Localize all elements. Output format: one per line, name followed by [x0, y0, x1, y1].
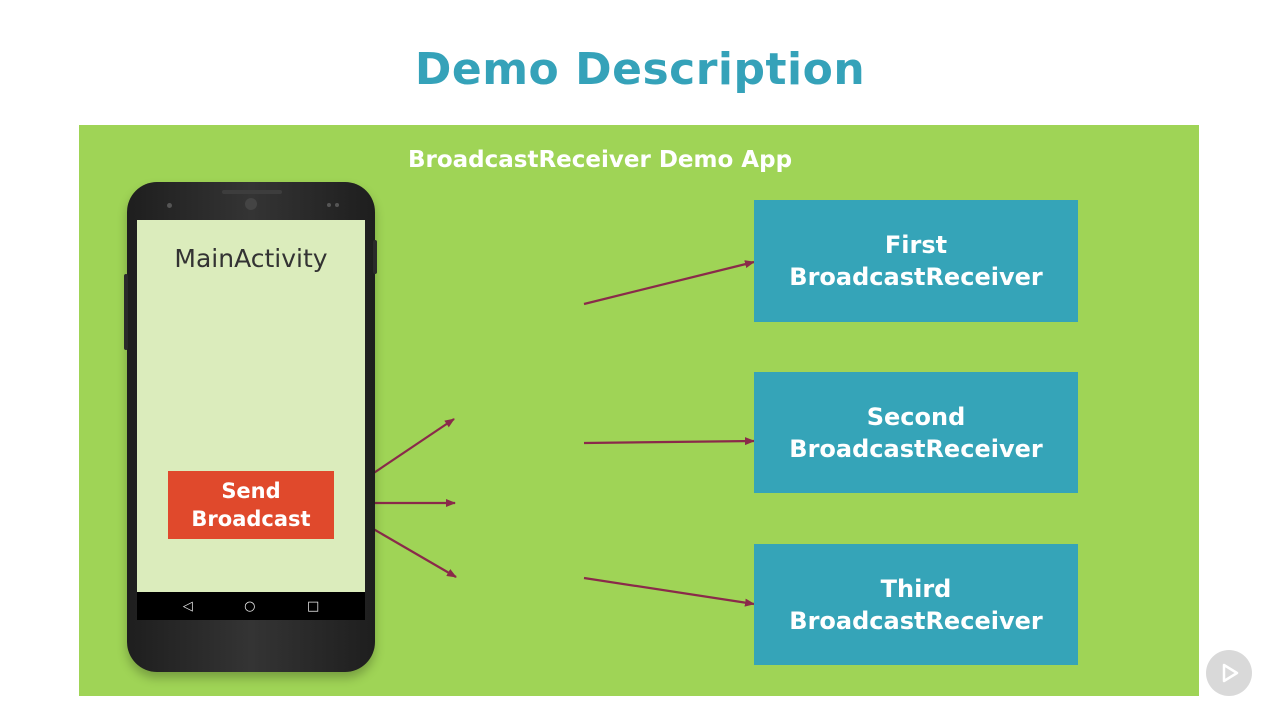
phone-speaker: [222, 190, 282, 194]
phone-volume-button: [124, 274, 128, 350]
receiver-box-second: Second BroadcastReceiver: [754, 372, 1078, 493]
slide-title: Demo Description: [414, 44, 866, 95]
phone-power-button: [373, 240, 377, 274]
receiver-label-line1: Third: [880, 574, 952, 603]
activity-title: MainActivity: [174, 244, 328, 273]
panel-title: BroadcastReceiver Demo App: [407, 147, 793, 173]
receiver-label-line2: BroadcastReceiver: [789, 606, 1043, 635]
pluralsight-play-logo-icon: [1206, 650, 1252, 696]
phone-sensor-dot-3: [335, 203, 339, 207]
android-nav-bar: ◁ ○ □: [137, 592, 365, 620]
phone-screen: MainActivity Send Broadcast: [137, 220, 365, 592]
recents-icon[interactable]: □: [306, 598, 320, 614]
send-button-line2: Broadcast: [191, 507, 311, 531]
send-broadcast-button[interactable]: Send Broadcast: [168, 471, 334, 539]
arrow-to-second: [583, 437, 755, 446]
back-icon[interactable]: ◁: [182, 598, 193, 614]
receiver-box-third: Third BroadcastReceiver: [754, 544, 1078, 665]
phone-sensor-dot: [167, 203, 172, 208]
phone-sensor-dot-2: [327, 203, 331, 207]
arrow-to-first: [583, 260, 755, 306]
arrow-to-third: [583, 576, 755, 607]
receiver-box-first: First BroadcastReceiver: [754, 200, 1078, 322]
phone-front-camera: [245, 198, 257, 210]
receiver-label-line1: Second: [866, 402, 966, 431]
receiver-label-line1: First: [884, 231, 948, 259]
home-icon[interactable]: ○: [244, 598, 256, 614]
send-button-line1: Send: [221, 479, 281, 503]
phone: MainActivity Send Broadcast ◁ ○ □: [124, 182, 377, 672]
receiver-label-line2: BroadcastReceiver: [789, 263, 1043, 291]
receiver-label-line2: BroadcastReceiver: [789, 434, 1043, 463]
